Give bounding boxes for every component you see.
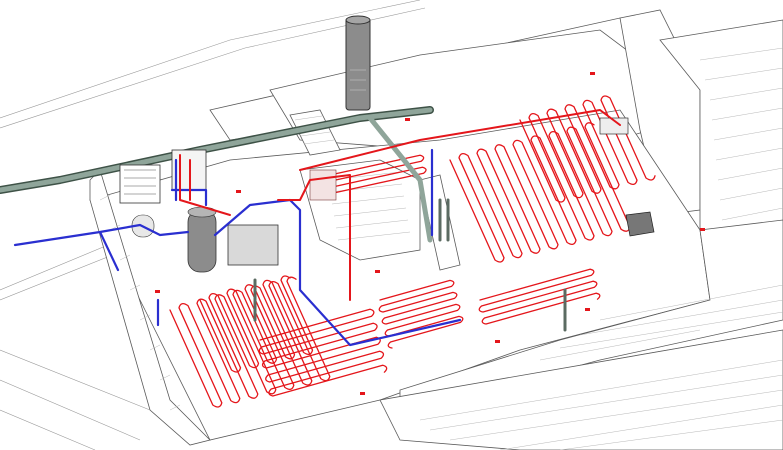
wall-marker	[495, 340, 500, 343]
wall-marker	[360, 392, 365, 395]
left-wall	[89, 169, 211, 446]
wall-marker	[585, 308, 590, 311]
grey-pipe-1	[253, 198, 567, 332]
blue-pipe-west	[13, 223, 190, 272]
bottom-wall-hatch	[419, 359, 783, 450]
hatch-box-icon	[599, 117, 629, 135]
wall-marker	[405, 118, 410, 121]
heating-loop-small-room	[378, 279, 464, 349]
wall-marker	[375, 270, 380, 273]
control-cabinet-lines	[124, 169, 156, 195]
bottom-wall	[379, 329, 783, 450]
heating-loop-right-room-upper	[519, 95, 656, 203]
heat-pump-unit	[227, 224, 279, 266]
right-slab-hatch	[699, 47, 783, 241]
boiler-tank-icon	[187, 209, 217, 273]
wall-marker	[236, 190, 241, 193]
wall-marker	[155, 290, 160, 293]
heating-loop-lower-right	[478, 268, 601, 325]
supply-pipes	[179, 109, 621, 301]
flue-body	[345, 17, 371, 111]
blue-pipe-riser	[213, 198, 462, 347]
brick-manifold-box	[309, 169, 337, 201]
heating-loop-left-room	[169, 276, 331, 408]
heating-loop-right-room	[449, 122, 631, 263]
vertical-pipes	[253, 198, 567, 332]
red-markers	[155, 72, 705, 395]
red-pipe-manifold	[179, 154, 231, 216]
control-cabinet-icon	[119, 164, 161, 204]
ventilation-unit-icon	[625, 211, 655, 237]
flue-bands	[350, 69, 366, 91]
roof-edge-lines	[0, 0, 426, 301]
descending-duct	[367, 115, 433, 243]
wall-marker	[590, 72, 595, 75]
main-duct	[0, 106, 434, 243]
wall-marker	[700, 228, 705, 231]
blue-pipe-manifold	[170, 158, 208, 207]
blue-pipe-vertical	[156, 148, 434, 327]
red-pipe-main	[277, 174, 351, 301]
stair-steps	[329, 171, 411, 241]
red-pipe-upper	[299, 109, 621, 171]
heating-loop-left-room-inner	[199, 275, 314, 373]
flue-cap	[345, 15, 371, 25]
chimney-flue-icon	[345, 15, 371, 111]
left-wall-hatch	[99, 194, 181, 411]
underfloor-heating-loops	[169, 95, 656, 408]
upper-stair	[289, 109, 341, 156]
ground-lines-left	[0, 349, 151, 450]
heating-loop-center-room	[258, 308, 388, 397]
return-pipes	[13, 148, 462, 347]
